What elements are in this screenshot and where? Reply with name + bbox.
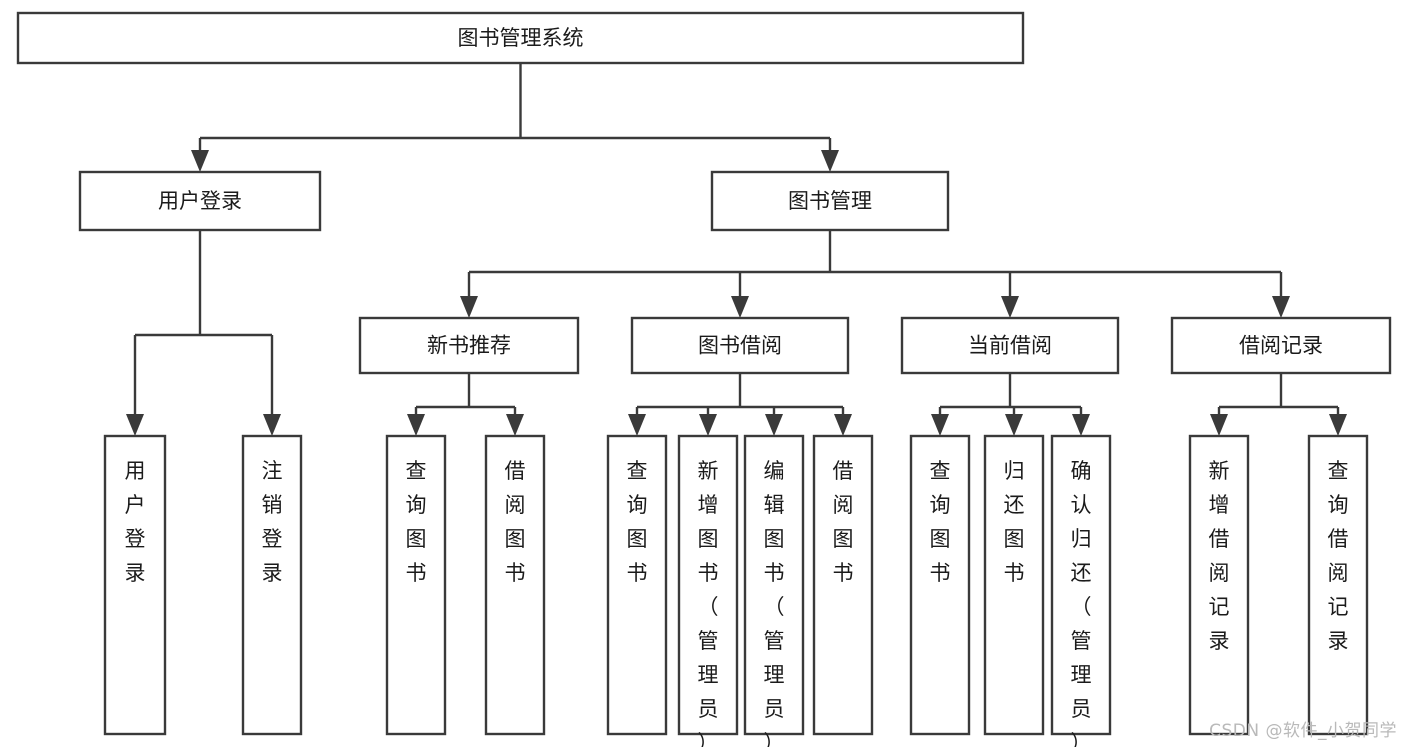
node-label-leaf-return-book: 归还图书 bbox=[1004, 459, 1025, 585]
node-leaf-query-book-1[interactable]: 查询图书 bbox=[385, 434, 447, 736]
node-box-leaf-borrow-book-2 bbox=[812, 434, 874, 736]
node-leaf-add-book-admin[interactable]: 新增图书（管理员） bbox=[677, 434, 739, 747]
arrow-leaf-borrow-book-2 bbox=[834, 414, 852, 436]
node-box-book-borrow bbox=[630, 316, 850, 375]
arrow-new-book-recommend bbox=[460, 296, 478, 318]
node-box-leaf-query-book-2 bbox=[606, 434, 668, 736]
arrow-leaf-return-book bbox=[1005, 414, 1023, 436]
node-leaf-return-book[interactable]: 归还图书 bbox=[983, 434, 1045, 736]
nodes-layer: 图书管理系统用户登录图书管理新书推荐图书借阅当前借阅借阅记录用户登录注销登录查询… bbox=[16, 11, 1392, 747]
node-box-leaf-add-book-admin bbox=[677, 434, 739, 736]
connectors-layer bbox=[126, 63, 1347, 436]
node-label-root: 图书管理系统 bbox=[458, 26, 584, 50]
node-box-root bbox=[16, 11, 1025, 65]
node-leaf-user-login[interactable]: 用户登录 bbox=[103, 434, 167, 736]
node-label-current-borrow: 当前借阅 bbox=[968, 334, 1052, 358]
arrow-book-manage bbox=[821, 150, 839, 172]
node-leaf-query-borrow-record[interactable]: 查询借阅记录 bbox=[1307, 434, 1369, 736]
arrow-leaf-add-book-admin bbox=[699, 414, 717, 436]
node-label-user-login: 用户登录 bbox=[158, 189, 242, 213]
node-box-leaf-add-borrow-record bbox=[1188, 434, 1250, 736]
node-label-leaf-query-book-1: 查询图书 bbox=[406, 459, 427, 585]
arrow-book-borrow bbox=[731, 296, 749, 318]
node-label-leaf-user-login: 用户登录 bbox=[125, 459, 146, 585]
node-box-user-login bbox=[78, 170, 322, 232]
node-leaf-edit-book-admin[interactable]: 编辑图书（管理员） bbox=[743, 434, 805, 747]
node-label-leaf-confirm-ret-admin: 确认归还（管理员） bbox=[1071, 459, 1092, 747]
node-box-current-borrow bbox=[900, 316, 1120, 375]
node-label-book-borrow: 图书借阅 bbox=[698, 334, 782, 358]
node-label-leaf-logout-login: 注销登录 bbox=[262, 459, 283, 585]
arrow-leaf-query-book-3 bbox=[931, 414, 949, 436]
arrow-leaf-edit-book-admin bbox=[765, 414, 783, 436]
arrow-leaf-query-borrow-record bbox=[1329, 414, 1347, 436]
node-box-borrow-record bbox=[1170, 316, 1392, 375]
node-box-leaf-confirm-ret-admin bbox=[1050, 434, 1112, 736]
node-box-leaf-query-book-3 bbox=[909, 434, 971, 736]
node-label-book-manage: 图书管理 bbox=[788, 189, 872, 213]
node-leaf-query-book-2[interactable]: 查询图书 bbox=[606, 434, 668, 736]
arrow-leaf-borrow-book-1 bbox=[506, 414, 524, 436]
node-box-leaf-borrow-book-1 bbox=[484, 434, 546, 736]
node-leaf-borrow-book-1[interactable]: 借阅图书 bbox=[484, 434, 546, 736]
node-box-leaf-user-login bbox=[103, 434, 167, 736]
node-borrow-record[interactable]: 借阅记录 bbox=[1170, 316, 1392, 375]
node-label-leaf-query-book-2: 查询图书 bbox=[627, 459, 648, 585]
arrow-leaf-query-book-1 bbox=[407, 414, 425, 436]
node-box-book-manage bbox=[710, 170, 950, 232]
csdn-watermark: CSDN @软件_小贺同学 bbox=[1209, 721, 1397, 741]
node-label-new-book-recommend: 新书推荐 bbox=[427, 334, 511, 358]
node-book-borrow[interactable]: 图书借阅 bbox=[630, 316, 850, 375]
node-user-login[interactable]: 用户登录 bbox=[78, 170, 322, 232]
node-book-manage[interactable]: 图书管理 bbox=[710, 170, 950, 232]
arrow-borrow-record bbox=[1272, 296, 1290, 318]
node-label-borrow-record: 借阅记录 bbox=[1239, 334, 1323, 358]
node-box-leaf-query-book-1 bbox=[385, 434, 447, 736]
arrow-user-login bbox=[191, 150, 209, 172]
node-root[interactable]: 图书管理系统 bbox=[16, 11, 1025, 65]
node-box-new-book-recommend bbox=[358, 316, 580, 375]
node-leaf-confirm-ret-admin[interactable]: 确认归还（管理员） bbox=[1050, 434, 1112, 747]
arrow-leaf-logout-login bbox=[263, 414, 281, 436]
node-leaf-query-book-3[interactable]: 查询图书 bbox=[909, 434, 971, 736]
node-label-leaf-add-book-admin: 新增图书（管理员） bbox=[698, 459, 719, 747]
node-label-leaf-query-book-3: 查询图书 bbox=[930, 459, 951, 585]
node-new-book-recommend[interactable]: 新书推荐 bbox=[358, 316, 580, 375]
arrow-leaf-user-login bbox=[126, 414, 144, 436]
node-box-leaf-return-book bbox=[983, 434, 1045, 736]
node-label-leaf-edit-book-admin: 编辑图书（管理员） bbox=[764, 459, 785, 747]
node-current-borrow[interactable]: 当前借阅 bbox=[900, 316, 1120, 375]
node-leaf-logout-login[interactable]: 注销登录 bbox=[241, 434, 303, 736]
node-label-leaf-borrow-book-2: 借阅图书 bbox=[833, 459, 854, 585]
arrow-leaf-confirm-ret-admin bbox=[1072, 414, 1090, 436]
node-box-leaf-query-borrow-record bbox=[1307, 434, 1369, 736]
node-leaf-borrow-book-2[interactable]: 借阅图书 bbox=[812, 434, 874, 736]
arrow-leaf-query-book-2 bbox=[628, 414, 646, 436]
node-box-leaf-edit-book-admin bbox=[743, 434, 805, 736]
node-label-leaf-borrow-book-1: 借阅图书 bbox=[505, 459, 526, 585]
arrow-current-borrow bbox=[1001, 296, 1019, 318]
arrow-leaf-add-borrow-record bbox=[1210, 414, 1228, 436]
node-label-leaf-add-borrow-record: 新增借阅记录 bbox=[1209, 459, 1230, 653]
node-box-leaf-logout-login bbox=[241, 434, 303, 736]
node-leaf-add-borrow-record[interactable]: 新增借阅记录 bbox=[1188, 434, 1250, 736]
node-label-leaf-query-borrow-record: 查询借阅记录 bbox=[1328, 459, 1349, 653]
